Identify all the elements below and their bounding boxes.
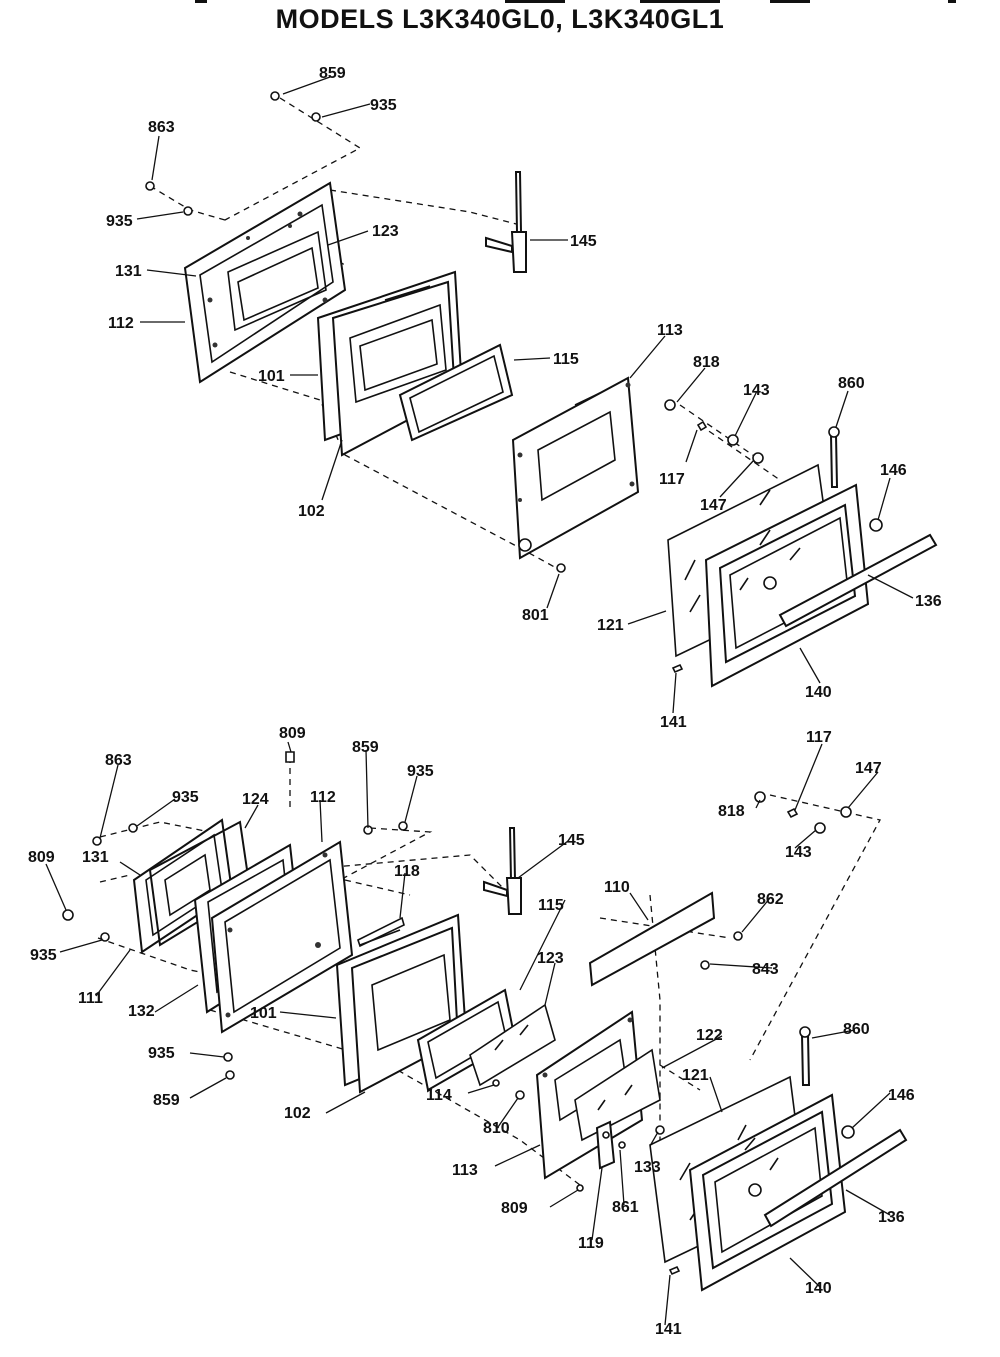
part-label: 132 xyxy=(128,1003,155,1020)
top-edge-mark xyxy=(640,0,720,3)
part-label: 810 xyxy=(483,1120,510,1137)
part-label: 809 xyxy=(279,725,306,742)
part-label: 860 xyxy=(843,1021,870,1038)
part-label: 801 xyxy=(522,607,549,624)
gasket-115 xyxy=(398,343,514,442)
part-label: 863 xyxy=(105,752,132,769)
bottom-labels: 809 117 863 859 935 147 935 124 112 818 … xyxy=(28,725,915,1338)
vent-strip-110 xyxy=(588,891,716,987)
part-label: 123 xyxy=(537,950,564,967)
part-label: 818 xyxy=(693,354,720,371)
part-label: 147 xyxy=(700,497,727,514)
part-label: 121 xyxy=(682,1067,709,1084)
part-label: 117 xyxy=(806,729,832,746)
part-label: 124 xyxy=(242,791,269,808)
part-label: 136 xyxy=(915,593,942,610)
part-label: 146 xyxy=(888,1087,915,1104)
part-label: 141 xyxy=(660,714,687,731)
bottom-hardware xyxy=(62,751,852,1276)
top-edge-mark xyxy=(948,0,956,3)
part-label: 145 xyxy=(558,832,585,849)
part-label: 112 xyxy=(310,789,336,806)
part-label: 101 xyxy=(250,1005,277,1022)
part-label: 935 xyxy=(370,97,397,114)
part-label: 117 xyxy=(659,471,685,488)
part-label: 818 xyxy=(718,803,745,820)
hinge-145-bottom xyxy=(483,827,522,915)
door-panel-113 xyxy=(511,376,640,560)
part-label: 935 xyxy=(148,1045,175,1062)
part-label: 143 xyxy=(785,844,812,861)
part-label: 859 xyxy=(352,739,379,756)
top-edge-mark xyxy=(195,0,207,3)
part-label: 119 xyxy=(578,1235,604,1252)
part-label: 809 xyxy=(28,849,55,866)
top-labels: 859 935 863 935 123 145 131 112 101 115 … xyxy=(106,65,942,731)
handle-136 xyxy=(778,518,938,628)
part-label: 110 xyxy=(604,879,630,896)
part-label: 118 xyxy=(394,863,420,880)
bottom-assembly xyxy=(45,741,908,1326)
part-label: 121 xyxy=(597,617,624,634)
part-label: 111 xyxy=(78,990,103,1007)
part-label: 114 xyxy=(426,1087,452,1104)
part-label: 115 xyxy=(553,351,579,368)
part-label: 133 xyxy=(634,1159,661,1176)
outer-door-frame-140 xyxy=(704,483,870,688)
diagram-title: MODELS L3K340GL0, L3K340GL1 xyxy=(275,4,725,34)
part-label: 122 xyxy=(696,1027,723,1044)
part-label: 115 xyxy=(538,897,564,914)
part-label: 935 xyxy=(106,213,133,230)
latch-119 xyxy=(595,1120,616,1170)
part-label: 863 xyxy=(148,119,175,136)
part-label: 935 xyxy=(407,763,434,780)
strip-118 xyxy=(357,916,405,948)
part-label: 862 xyxy=(757,891,784,908)
handle-136-bottom xyxy=(763,1125,908,1228)
part-label: 140 xyxy=(805,1280,832,1297)
part-label: 131 xyxy=(82,849,109,866)
part-label: 112 xyxy=(108,315,134,332)
inner-door-panel-112 xyxy=(183,181,347,384)
part-label: 860 xyxy=(838,375,865,392)
hinge-145 xyxy=(485,171,527,273)
top-edge-mark xyxy=(770,0,810,3)
inner-door-panel-112-bottom xyxy=(210,840,354,1034)
part-label: 859 xyxy=(153,1092,180,1109)
part-label: 131 xyxy=(115,263,142,280)
part-label: 102 xyxy=(298,503,325,520)
part-label: 102 xyxy=(284,1105,311,1122)
part-label: 147 xyxy=(855,760,882,777)
part-label: 141 xyxy=(655,1321,682,1338)
part-label: 123 xyxy=(372,223,399,240)
part-label: 809 xyxy=(501,1200,528,1217)
glass-122 xyxy=(574,1048,661,1142)
part-label: 113 xyxy=(657,322,683,339)
part-label: 146 xyxy=(880,462,907,479)
part-label: 859 xyxy=(319,65,346,82)
part-label: 145 xyxy=(570,233,597,250)
part-label: 843 xyxy=(752,961,779,978)
glass-123-bottom xyxy=(469,1003,556,1087)
part-label: 101 xyxy=(258,368,285,385)
outer-door-frame-140-bottom xyxy=(688,1093,847,1292)
part-label: 861 xyxy=(612,1199,639,1216)
top-hardware xyxy=(145,91,840,674)
top-edge-mark xyxy=(505,0,565,3)
part-label: 935 xyxy=(30,947,57,964)
part-label: 113 xyxy=(452,1162,478,1179)
part-label: 143 xyxy=(743,382,770,399)
part-label: 140 xyxy=(805,684,832,701)
part-label: 136 xyxy=(878,1209,905,1226)
part-label: 935 xyxy=(172,789,199,806)
top-assembly xyxy=(136,76,938,714)
